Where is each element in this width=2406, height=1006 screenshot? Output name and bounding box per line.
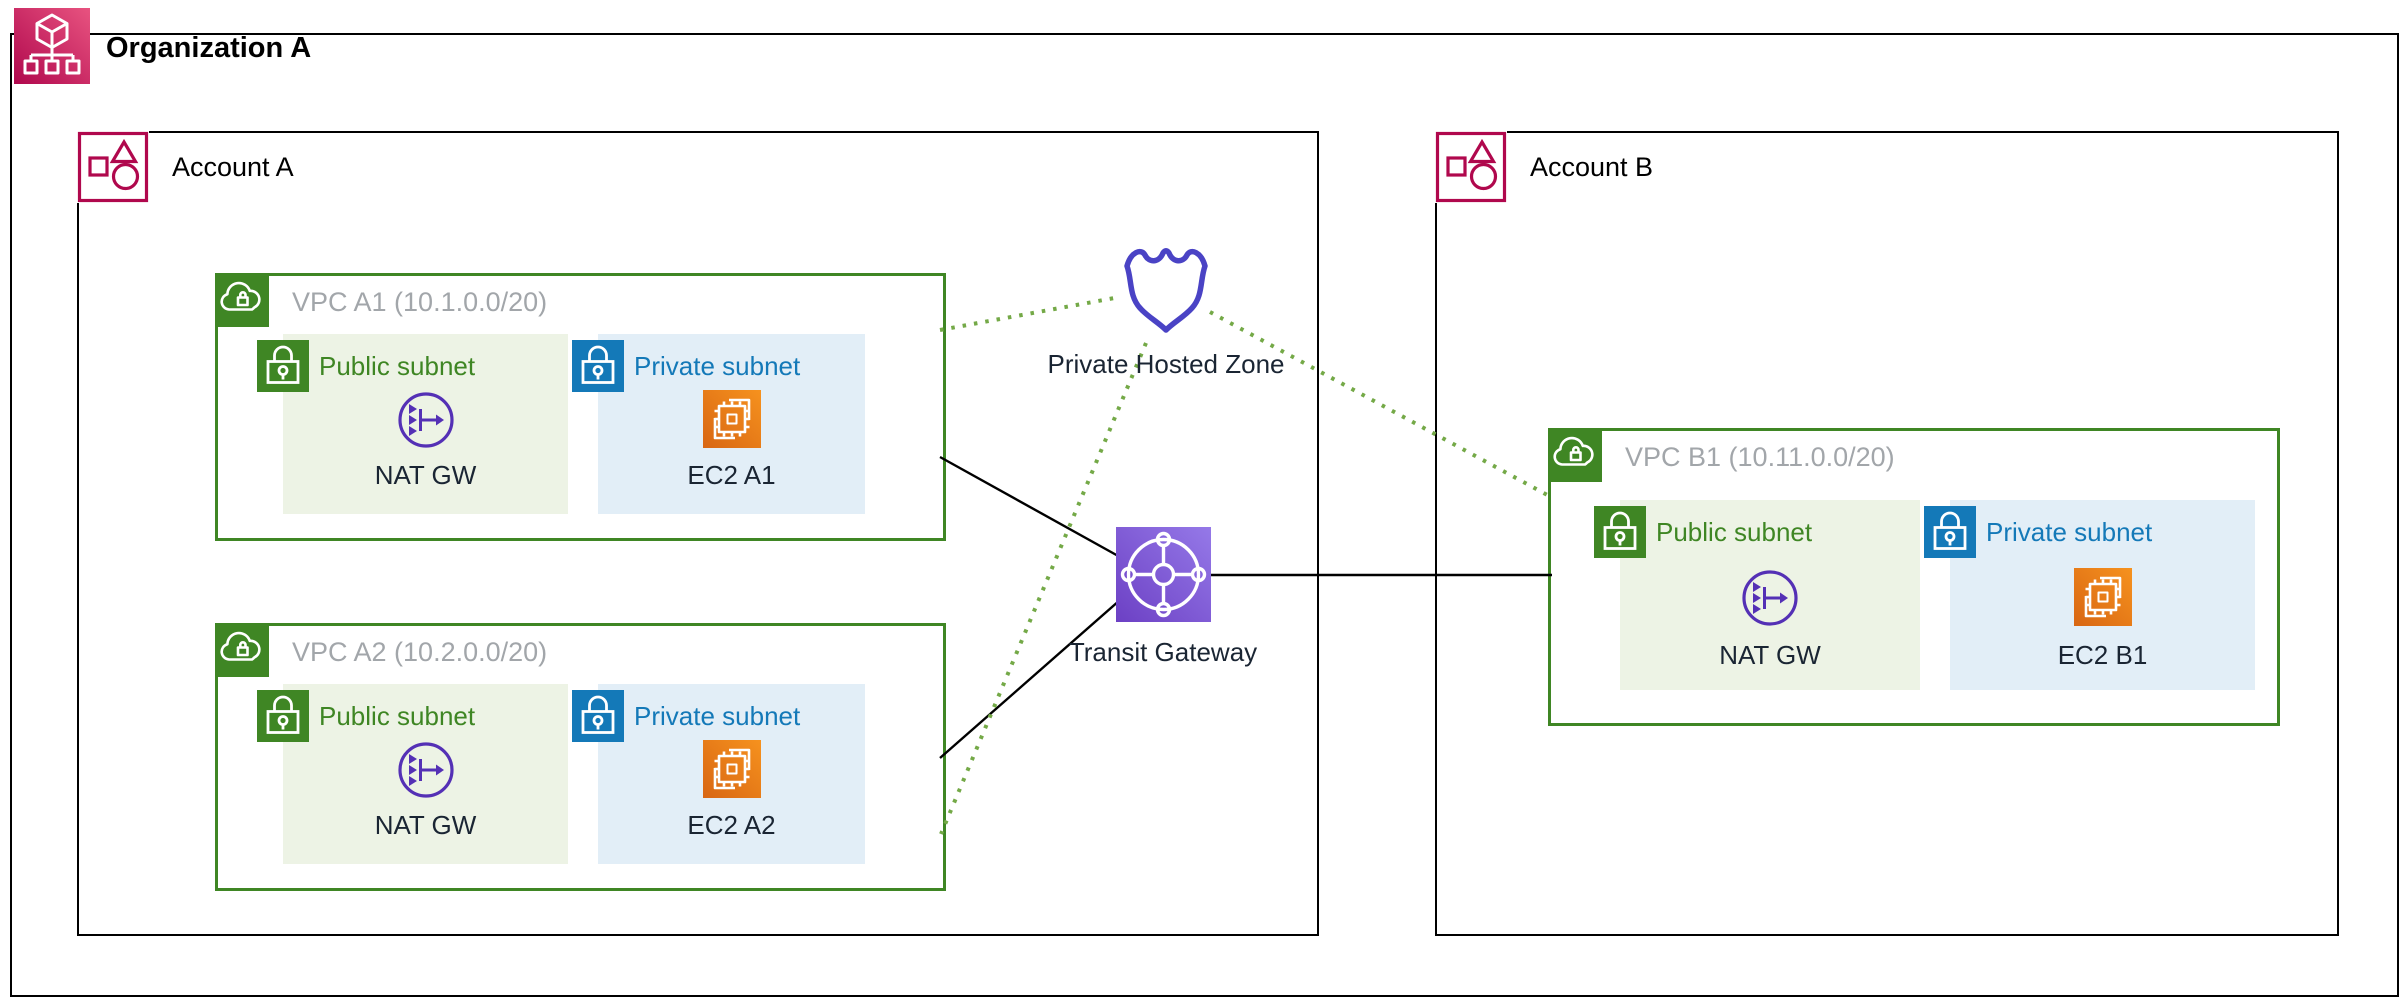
private-subnet-label: Private subnet	[634, 351, 801, 381]
ec2-instance-label: EC2 A2	[687, 810, 776, 840]
vpc-a1-private-subnet: Private subnet EC2 A1	[572, 334, 865, 514]
private-subnet-lock-icon	[1924, 506, 1976, 558]
vpc-b1-public-subnet: Public subnet NAT GW	[1594, 500, 1920, 690]
public-subnet-label: Public subnet	[319, 701, 476, 731]
private-subnet-label: Private subnet	[1986, 517, 2153, 547]
ec2-instance-icon	[702, 390, 761, 448]
vpc-a2-public-subnet: Public subnet NAT GW	[257, 684, 568, 864]
account-a-label: Account A	[172, 152, 294, 182]
private-subnet-lock-icon	[572, 340, 624, 392]
nat-gateway-label: NAT GW	[374, 460, 477, 490]
public-subnet-lock-icon	[1594, 506, 1646, 558]
ec2-instance-icon	[702, 740, 761, 798]
private-hosted-zone-icon	[1114, 236, 1218, 340]
public-subnet-lock-icon	[257, 340, 309, 392]
private-subnet-label: Private subnet	[634, 701, 801, 731]
ec2-instance-label: EC2 B1	[2057, 640, 2148, 670]
ec2-instance-icon	[2073, 568, 2132, 626]
transit-gateway-label: Transit Gateway	[1068, 637, 1258, 667]
vpc-a1-title: VPC A1 (10.1.0.0/20)	[292, 287, 548, 317]
vpc-b1-private-subnet: Private subnet EC2 B1	[1924, 500, 2255, 690]
account-icon	[1435, 131, 1507, 203]
account-icon	[77, 131, 149, 203]
vpc-a2-private-subnet: Private subnet EC2 A2	[572, 684, 865, 864]
nat-gateway-icon	[1740, 568, 1800, 628]
public-subnet-label: Public subnet	[1656, 517, 1813, 547]
vpc-icon	[1548, 428, 1602, 482]
vpc-icon	[215, 273, 269, 327]
organization-label: Organization A	[106, 32, 312, 64]
vpc-b1-title: VPC B1 (10.11.0.0/20)	[1625, 442, 1895, 472]
nat-gateway-icon	[396, 740, 456, 800]
organizations-icon	[14, 8, 90, 84]
nat-gateway-label: NAT GW	[374, 810, 477, 840]
account-b-label: Account B	[1530, 152, 1654, 182]
vpc-icon	[215, 623, 269, 677]
public-subnet-lock-icon	[257, 690, 309, 742]
ec2-instance-label: EC2 A1	[687, 460, 776, 490]
private-subnet-lock-icon	[572, 690, 624, 742]
organization-a-box	[10, 33, 2399, 997]
nat-gateway-label: NAT GW	[1719, 640, 1821, 670]
vpc-a2-title: VPC A2 (10.2.0.0/20)	[292, 637, 548, 667]
public-subnet-label: Public subnet	[319, 351, 476, 381]
transit-gateway-icon	[1116, 527, 1211, 622]
nat-gateway-icon	[396, 390, 456, 450]
vpc-a1-public-subnet: Public subnet NAT GW	[257, 334, 568, 514]
private-hosted-zone-label: Private Hosted Zone	[1047, 349, 1285, 379]
